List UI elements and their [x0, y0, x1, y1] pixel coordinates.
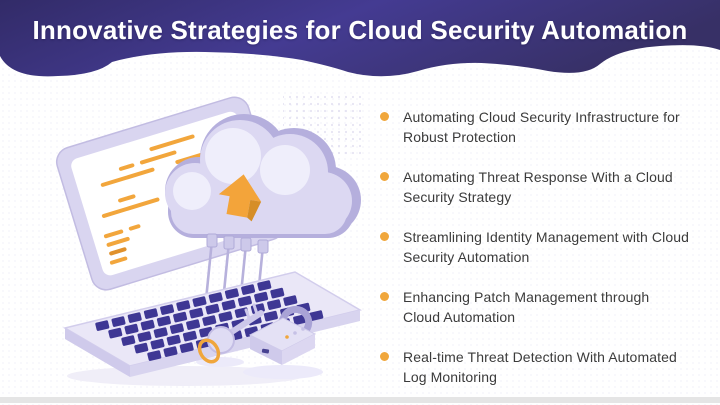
- bullet-dot-icon: [380, 112, 389, 121]
- list-item-line: Automating Threat Response With a Cloud: [403, 169, 673, 185]
- list-item-text: Automating Threat Response With a Cloud …: [403, 167, 673, 207]
- list-item-line: Security Automation: [403, 249, 530, 265]
- key-icon: [197, 303, 264, 364]
- list-item: Streamlining Identity Management with Cl…: [378, 227, 708, 267]
- list-item-line: Cloud Automation: [403, 309, 516, 325]
- list-item-line: Enhancing Patch Management through: [403, 289, 650, 305]
- header-banner: [0, 0, 720, 77]
- list-item-text: Streamlining Identity Management with Cl…: [403, 227, 689, 267]
- list-item: Real-time Threat Detection With Automate…: [378, 347, 708, 387]
- bullet-dot-icon: [380, 172, 389, 181]
- bullet-dot-icon: [380, 292, 389, 301]
- list-item-line: Robust Protection: [403, 129, 516, 145]
- list-item: Enhancing Patch Management through Cloud…: [378, 287, 708, 327]
- list-item-line: Security Strategy: [403, 189, 512, 205]
- list-item-text: Automating Cloud Security Infrastructure…: [403, 107, 680, 147]
- list-item-text: Enhancing Patch Management through Cloud…: [403, 287, 649, 327]
- cloud-edge: [0, 0, 720, 77]
- bullet-list: Automating Cloud Security Infrastructure…: [378, 107, 708, 387]
- padlock-icon: [248, 305, 317, 365]
- list-item: Automating Cloud Security Infrastructure…: [378, 107, 708, 147]
- upload-arrow-icon: [218, 174, 262, 218]
- list-item-line: Real-time Threat Detection With Automate…: [403, 349, 677, 365]
- footer-bar: [0, 397, 720, 403]
- list-item-text: Real-time Threat Detection With Automate…: [403, 347, 677, 387]
- cloud-security-illustration: [55, 94, 362, 386]
- cloud-icon: [165, 114, 361, 238]
- bullet-dot-icon: [380, 352, 389, 361]
- bullet-dot-icon: [380, 232, 389, 241]
- list-item-line: Automating Cloud Security Infrastructure…: [403, 109, 680, 125]
- list-item: Automating Threat Response With a Cloud …: [378, 167, 708, 207]
- page-title: Innovative Strategies for Cloud Security…: [32, 15, 688, 45]
- list-item-line: Streamlining Identity Management with Cl…: [403, 229, 690, 245]
- list-item-line: Log Monitoring: [403, 369, 498, 385]
